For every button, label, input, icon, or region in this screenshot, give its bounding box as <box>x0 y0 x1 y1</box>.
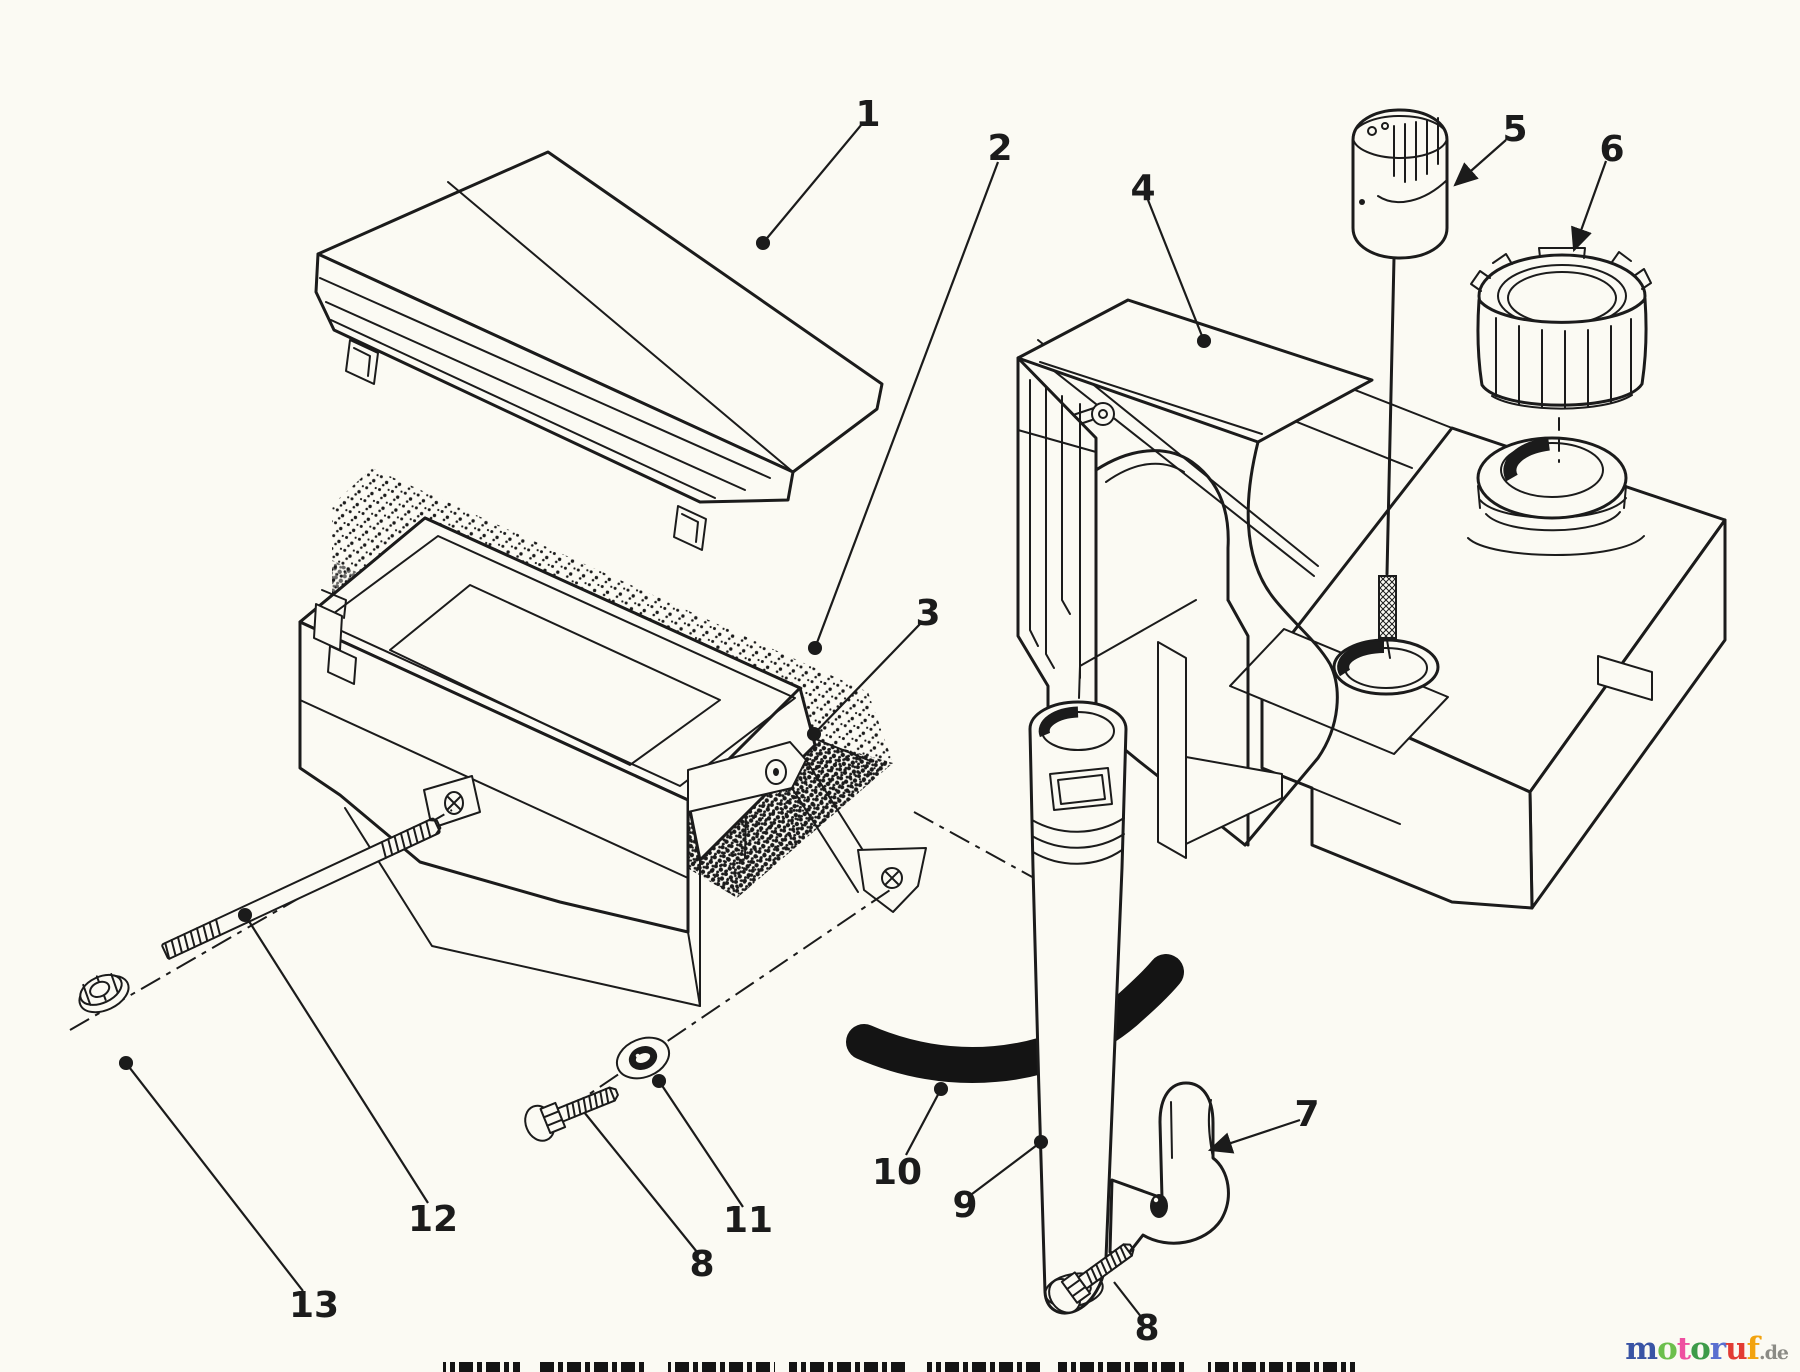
wm-letter-o1: o <box>1657 1331 1677 1367</box>
callout-10: 10 <box>872 1152 922 1193</box>
wm-letter-o2: o <box>1690 1331 1710 1367</box>
fuel-gauge-dipstick <box>1078 108 1449 699</box>
callout-11: 11 <box>723 1200 773 1241</box>
watermark-link[interactable]: motoruf.de <box>1625 1331 1790 1367</box>
clipped-bottom-text <box>443 1362 1355 1372</box>
flange-nut <box>78 973 130 1014</box>
callout-labels: 1 2 3 4 5 6 7 8 8 9 10 11 12 13 <box>289 94 1625 1349</box>
watermark-logo[interactable]: motoruf.de <box>1625 1331 1790 1367</box>
air-cleaner-cover <box>314 150 884 551</box>
screw-axis-line <box>531 887 894 1134</box>
callout-5: 5 <box>1502 109 1527 150</box>
callout-4: 4 <box>1130 168 1155 209</box>
flange-bolt-left <box>524 1086 619 1142</box>
fuel-hose <box>846 954 1184 1084</box>
callout-9: 9 <box>952 1185 977 1226</box>
flange-bolt-bottom <box>1048 1243 1135 1314</box>
wm-letter-r: r <box>1710 1331 1727 1367</box>
fuel-tank <box>1229 351 1727 910</box>
mount-bracket <box>1108 1081 1230 1260</box>
wm-letter-t: t <box>1677 1331 1692 1367</box>
bolt-axis-line <box>69 809 453 1031</box>
callout-7: 7 <box>1294 1094 1319 1135</box>
callout-2: 2 <box>987 128 1012 169</box>
wm-suffix: .de <box>1759 1342 1789 1364</box>
callout-12: 12 <box>408 1199 458 1240</box>
long-bolt <box>161 817 442 960</box>
tube-align-line <box>913 811 1035 879</box>
leader-lines <box>118 123 1608 1319</box>
wm-letter-m: m <box>1625 1331 1658 1367</box>
fuel-cap <box>1470 247 1652 410</box>
wm-letter-f: f <box>1747 1331 1762 1367</box>
callout-1: 1 <box>855 94 880 135</box>
callout-6: 6 <box>1599 129 1624 170</box>
callout-8a: 8 <box>689 1244 714 1285</box>
washer <box>615 1036 671 1080</box>
callout-3: 3 <box>915 593 940 634</box>
callout-13: 13 <box>289 1285 339 1326</box>
callout-8b: 8 <box>1134 1308 1159 1349</box>
tank-cover <box>1016 298 1374 859</box>
wm-letter-u: u <box>1725 1331 1747 1367</box>
air-cleaner-body <box>298 516 927 1007</box>
